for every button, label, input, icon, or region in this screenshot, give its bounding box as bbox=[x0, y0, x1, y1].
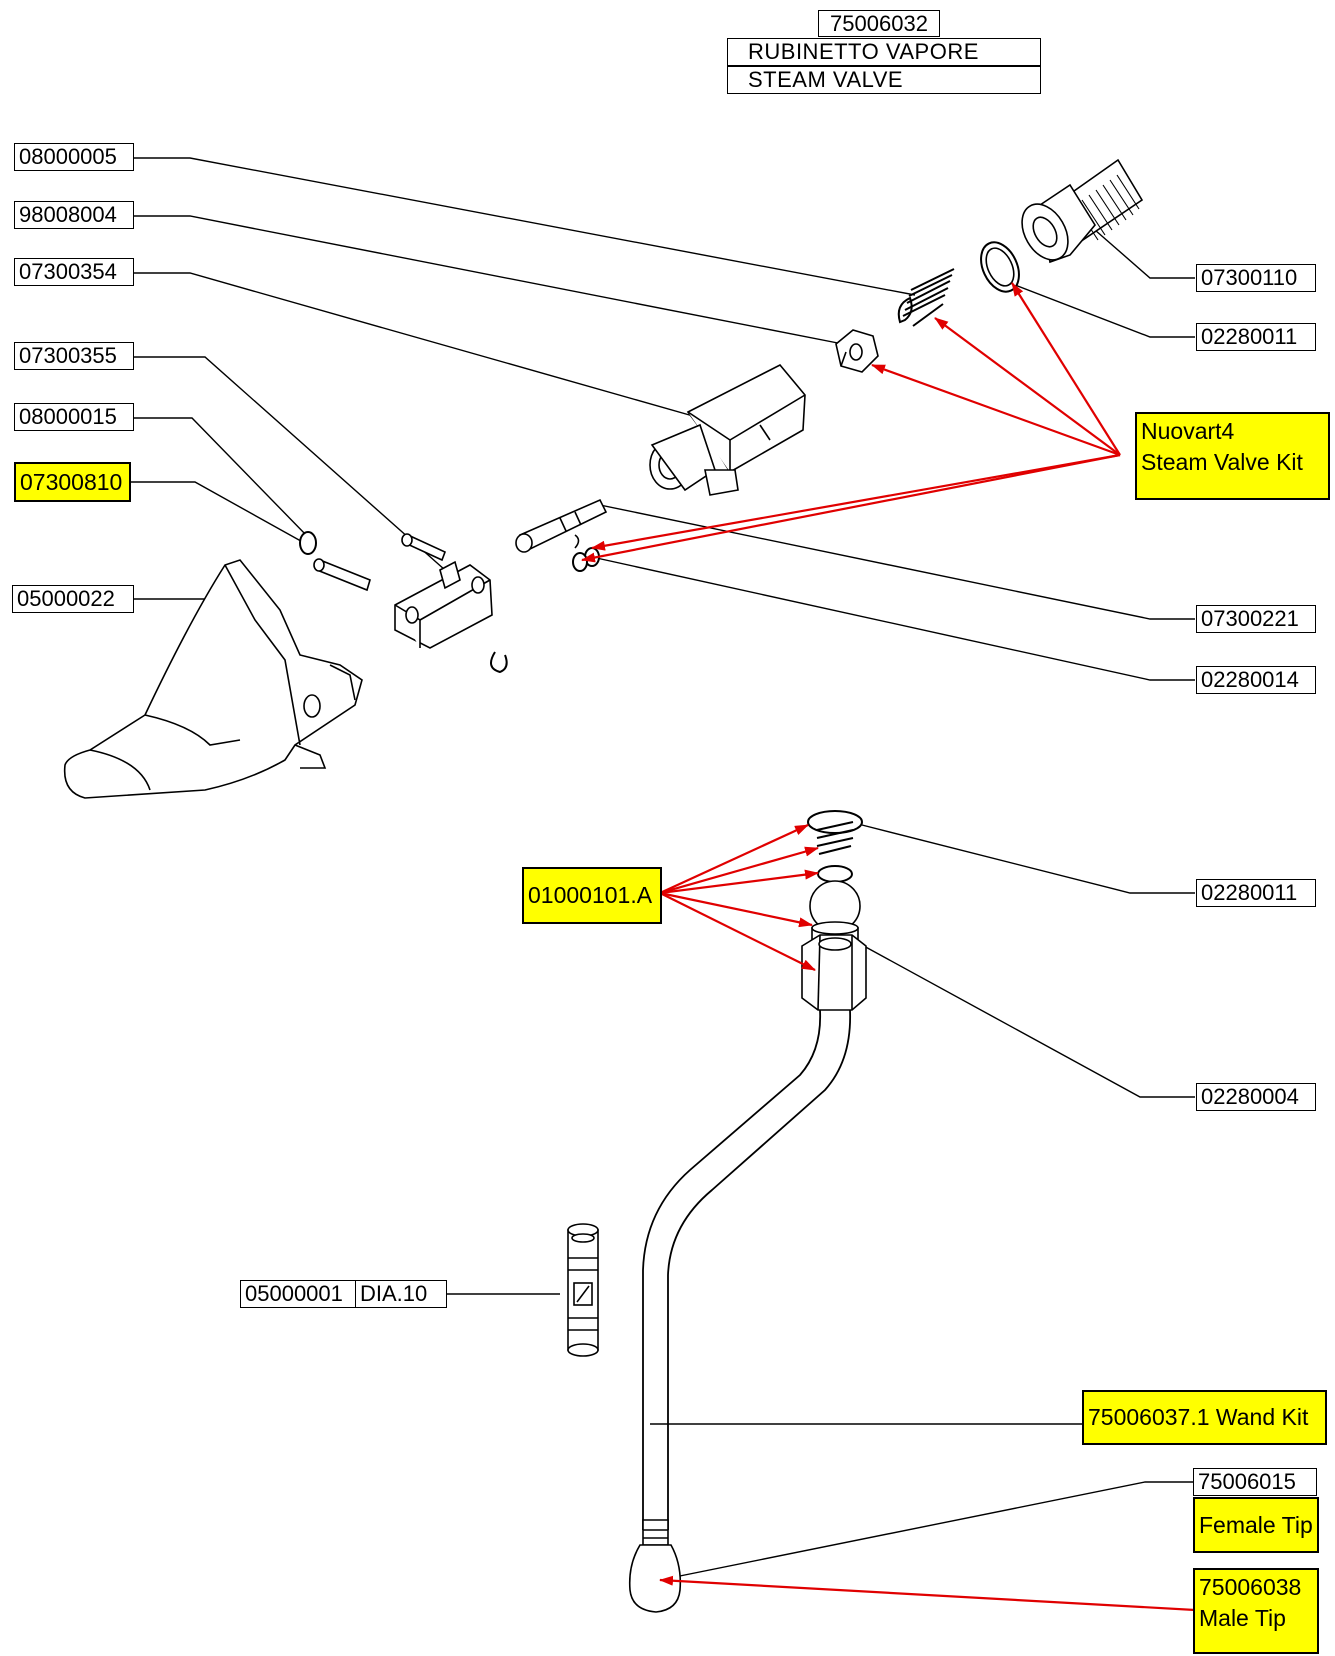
fitting-07300110 bbox=[1021, 158, 1144, 264]
clip-07300810 bbox=[299, 531, 317, 555]
bracket-07300355 bbox=[394, 533, 493, 649]
lever-05000022 bbox=[63, 559, 363, 799]
part-label-02280011-bottom: 02280011 bbox=[1196, 879, 1316, 907]
part-label-07300354: 07300354 bbox=[14, 258, 134, 286]
kit-nuovart-line2: Steam Valve Kit bbox=[1141, 449, 1303, 475]
part-label-05000001: 05000001 bbox=[240, 1280, 356, 1308]
part-label-02280011-top: 02280011 bbox=[1196, 323, 1316, 351]
wand-tip bbox=[628, 1519, 682, 1613]
part-label-07300110: 07300110 bbox=[1196, 264, 1316, 292]
part-label-07300221: 07300221 bbox=[1196, 605, 1316, 633]
kit-arrows bbox=[581, 282, 1196, 1612]
kit-label-01000101A: 01000101.A bbox=[522, 867, 662, 924]
leader-lines bbox=[130, 157, 1195, 1581]
kit-nuovart-line1: Nuovart4 bbox=[1141, 418, 1235, 444]
diagram-code: 75006032 bbox=[818, 10, 940, 37]
title-italian: RUBINETTO VAPORE bbox=[727, 38, 1041, 66]
parts bbox=[63, 158, 1144, 1613]
pin-08000015 bbox=[313, 558, 371, 592]
part-label-02280014: 02280014 bbox=[1196, 666, 1316, 694]
part-label-08000015: 08000015 bbox=[14, 403, 134, 431]
part-label-08000005: 08000005 bbox=[14, 143, 134, 171]
part-label-07300810: 07300810 bbox=[14, 462, 131, 502]
male-tip-name: Male Tip bbox=[1199, 1605, 1286, 1631]
kit-label-male-tip: 75006038 Male Tip bbox=[1193, 1568, 1319, 1654]
male-tip-code: 75006038 bbox=[1199, 1574, 1302, 1600]
part-label-75006015: 75006015 bbox=[1193, 1468, 1317, 1496]
kit-label-wand-kit: 75006037.1 Wand Kit bbox=[1082, 1390, 1327, 1445]
part-label-07300355: 07300355 bbox=[14, 342, 134, 370]
wand-tube bbox=[642, 1009, 852, 1530]
kit-label-nuovart4-steam-valve: Nuovart4 Steam Valve Kit bbox=[1135, 412, 1330, 500]
nut-98008004 bbox=[835, 329, 879, 373]
valve-seat-assembly bbox=[801, 810, 867, 1011]
part-label-98008004: 98008004 bbox=[14, 201, 134, 229]
title-english: STEAM VALVE bbox=[727, 66, 1041, 94]
spring-08000005 bbox=[897, 268, 955, 327]
part-label-dia10: DIA.10 bbox=[355, 1280, 447, 1308]
part-label-05000022: 05000022 bbox=[12, 585, 134, 613]
valve-body-07300354 bbox=[649, 363, 806, 496]
part-label-02280004: 02280004 bbox=[1196, 1083, 1316, 1111]
kit-label-female-tip: Female Tip bbox=[1193, 1497, 1319, 1553]
shaft-07300221 bbox=[515, 498, 608, 553]
nozzle-05000001 bbox=[567, 1223, 599, 1357]
